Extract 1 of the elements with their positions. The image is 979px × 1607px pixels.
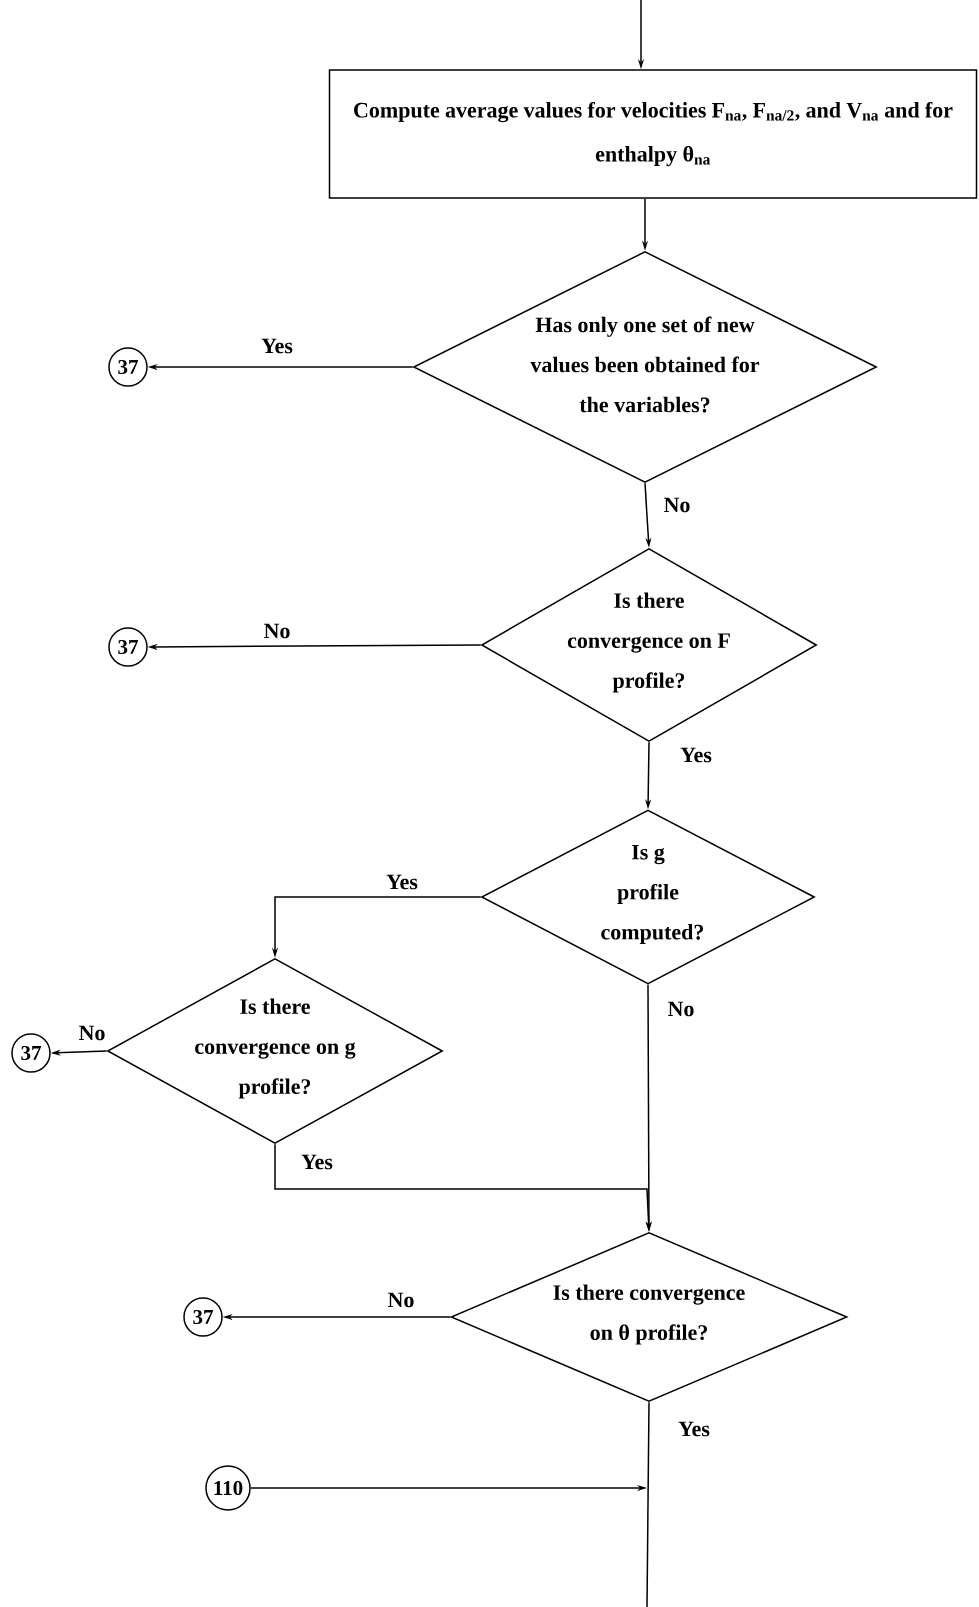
process-box: Compute average values for velocities F$_{na}$, F$_{na/2}$, and V$_{na}$ and for enthalpy θ$_{na}$ [328,69,978,199]
